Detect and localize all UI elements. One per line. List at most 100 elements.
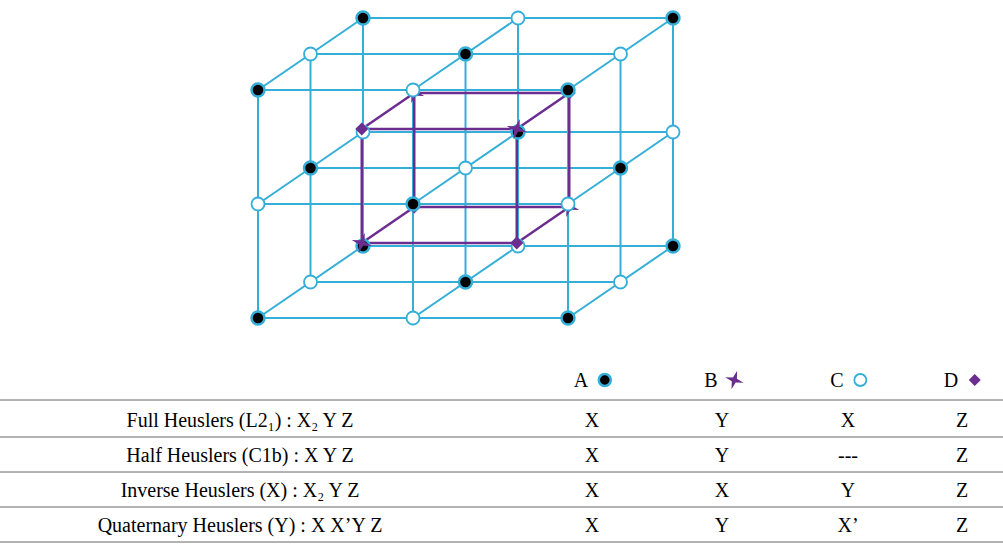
lattice-site — [304, 276, 317, 289]
table-cell: Z — [956, 515, 968, 535]
inner-cube-edge — [568, 93, 571, 207]
open-atom — [459, 162, 472, 175]
filled-atom — [459, 48, 472, 61]
inner-cube-edge — [517, 207, 570, 243]
lattice-site — [304, 162, 317, 175]
lattice-site — [357, 12, 370, 25]
inner-cube-edge — [413, 93, 416, 207]
lattice-site — [562, 312, 575, 325]
legend-label: A — [574, 370, 588, 390]
lattice-site — [459, 162, 472, 175]
legend-label: B — [704, 370, 717, 390]
open-atom — [407, 84, 420, 97]
filled-atom — [599, 374, 611, 386]
filled-atom — [252, 84, 265, 97]
legend-symbol — [594, 369, 616, 391]
inner-cube-edge — [362, 128, 517, 131]
inner-cube-edge — [362, 93, 415, 129]
table-cell: X’ — [837, 515, 858, 535]
lattice-line — [413, 132, 518, 204]
diamond-atom — [355, 123, 368, 136]
inner-cube-edge — [516, 129, 519, 243]
filled-atom — [667, 12, 680, 25]
inner-cube-edge — [414, 92, 569, 95]
row-heading: Quaternary Heuslers (Y) : X X’Y Z — [98, 515, 383, 535]
table-cell: X — [715, 480, 729, 500]
table-rules — [0, 400, 1003, 542]
lattice-site — [614, 276, 627, 289]
lattice-site — [667, 240, 680, 253]
table-cell: Y — [715, 445, 729, 465]
filled-atom — [459, 276, 472, 289]
legend-label: C — [830, 370, 843, 390]
lattice-site — [252, 84, 265, 97]
filled-atom — [357, 12, 370, 25]
row-heading: Half Heuslers (C1b) : X Y Z — [126, 445, 353, 465]
table-cell: X — [585, 445, 599, 465]
inner-cube-edge — [362, 207, 415, 243]
diamond-atom — [510, 237, 523, 250]
star-atom — [352, 233, 372, 253]
open-atom — [304, 276, 317, 289]
lattice-site — [355, 123, 368, 136]
legend-symbol — [964, 369, 986, 391]
row-heading: Full Heuslers (L2₁) : X₂ Y Z — [127, 410, 354, 430]
star-atom — [559, 197, 579, 217]
legend-label: D — [944, 370, 958, 390]
inner-cube-edge — [361, 129, 364, 243]
legend-entry: B — [704, 369, 745, 391]
table-cell: Z — [956, 445, 968, 465]
open-atom — [667, 126, 680, 139]
lattice-line — [568, 132, 673, 204]
lattice-site — [252, 198, 265, 211]
filled-atom — [562, 312, 575, 325]
table-cell: X — [585, 515, 599, 535]
open-atom — [304, 48, 317, 61]
inner-cube-edge — [517, 93, 570, 129]
filled-atom — [667, 240, 680, 253]
lattice-site — [507, 119, 527, 139]
lattice-site — [559, 197, 579, 217]
star-atom — [404, 83, 424, 103]
lattice-site — [562, 198, 575, 211]
filled-atom — [252, 312, 265, 325]
lattice-site — [407, 312, 420, 325]
filled-atom — [304, 162, 317, 175]
table-cell: X — [585, 410, 599, 430]
star-atom — [507, 119, 527, 139]
legend-entry: A — [574, 369, 616, 391]
table-cell: Z — [956, 410, 968, 430]
lattice-site — [252, 312, 265, 325]
table-cell: X — [841, 410, 855, 430]
lattice-site — [304, 48, 317, 61]
lattice-site — [404, 83, 424, 103]
lattice-site — [352, 233, 372, 253]
table-cell: --- — [838, 445, 858, 465]
open-atom — [614, 48, 627, 61]
open-atom — [512, 12, 525, 25]
lattice-site — [667, 126, 680, 139]
lattice-site — [512, 12, 525, 25]
row-heading: Inverse Heuslers (X) : X₂ Y Z — [121, 480, 360, 500]
inner-cube-edge — [362, 242, 517, 245]
crystal-lattice — [252, 12, 680, 325]
legend-entry: C — [830, 369, 871, 391]
filled-atom — [562, 84, 575, 97]
table-cell: X — [585, 480, 599, 500]
inner-cube-edge — [414, 206, 569, 209]
open-atom — [562, 198, 575, 211]
lattice-site — [510, 237, 523, 250]
lattice-site — [459, 276, 472, 289]
lattice-line — [568, 246, 673, 318]
diamond-atom — [969, 374, 981, 386]
table-cell: Y — [841, 480, 855, 500]
open-atom — [407, 312, 420, 325]
open-atom — [614, 276, 627, 289]
lattice-site — [667, 12, 680, 25]
lattice-site — [407, 84, 420, 97]
table-cell: Z — [956, 480, 968, 500]
filled-atom — [407, 198, 420, 211]
lattice-site — [614, 48, 627, 61]
legend-symbol — [850, 369, 872, 391]
